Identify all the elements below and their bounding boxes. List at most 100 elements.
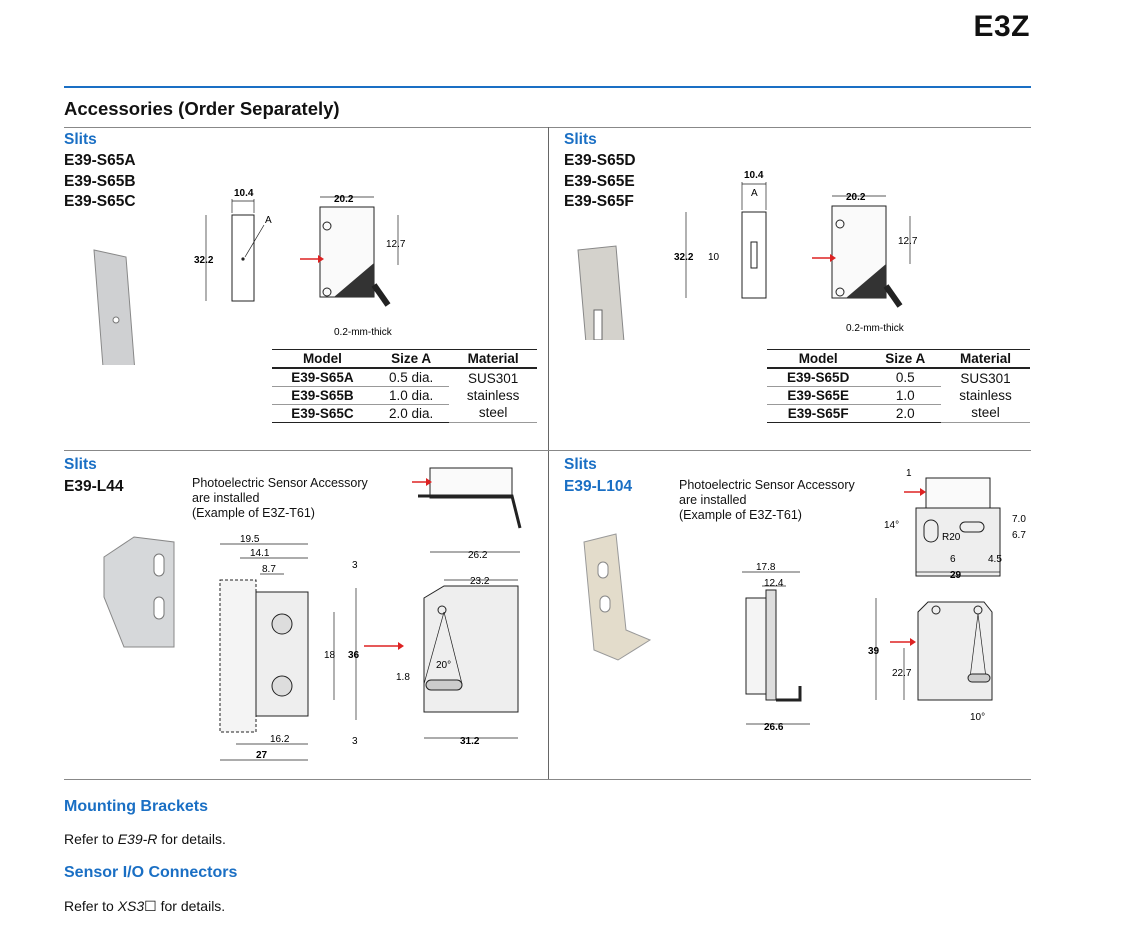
spec-table-right: Model Size A Material E39-S65D 0.5 SUS30… — [767, 349, 1030, 423]
dim-label: 20.2 — [334, 194, 354, 205]
dim-label: 12.7 — [898, 236, 918, 247]
slit-drawing-left: 10.4 32.2 A 20.2 12.7 0.2-mm-thick — [93, 188, 406, 365]
sensor-lens — [334, 263, 374, 297]
material-line: stainless — [466, 388, 520, 403]
mounting-text: Refer to E39-R for details. — [64, 831, 226, 847]
dim-label: 23.2 — [470, 576, 490, 587]
bracket-photo — [103, 536, 175, 648]
slit-plate-photo — [577, 245, 625, 340]
dim-label: 32.2 — [194, 255, 214, 266]
grid-mid-line — [64, 450, 1031, 451]
dim-label: 10.4 — [744, 170, 764, 181]
material-line: SUS301 — [960, 371, 1011, 386]
text-fragment: for details. — [157, 831, 226, 847]
col-header: Material — [941, 349, 1030, 369]
material-cell: SUS301 stainless steel — [941, 368, 1030, 423]
dim-label: 4.5 — [988, 554, 1002, 565]
dim-label: 27 — [256, 750, 268, 761]
col-header: Model — [767, 349, 870, 369]
slit-drawing-right: 10.4 A 32.2 10 20.2 12.7 0.2-mm-thick — [577, 170, 918, 340]
table-cell: E39-S65A — [272, 368, 373, 387]
material-line: SUS301 — [468, 371, 519, 386]
slit-model: E39-S65D — [564, 152, 636, 169]
material-line: stainless — [959, 388, 1012, 403]
grid-top-line — [64, 127, 1031, 128]
material-line: steel — [478, 405, 508, 420]
bracket-caption: Photoelectric Sensor Accessory are insta… — [679, 478, 855, 523]
text-fragment: Refer to — [64, 831, 118, 847]
dim-label: 19.5 — [240, 534, 260, 545]
dim-label: 22.7 — [892, 668, 912, 679]
caption-line: are installed — [679, 493, 747, 507]
material-cell: SUS301 stainless steel — [449, 368, 537, 423]
slit-model-list: E39-S65D E39-S65E E39-S65F — [564, 151, 636, 213]
slit-model: E39-S65A — [64, 152, 136, 169]
dim-label: 10 — [708, 252, 720, 263]
slit-model: E39-S65E — [564, 172, 635, 190]
dim-label: 6.7 — [1012, 530, 1026, 541]
dim-label: 7.0 — [1012, 514, 1026, 525]
table-cell: E39-S65C — [272, 404, 373, 423]
brand-title: E3Z — [973, 10, 1030, 43]
dim-label: A — [751, 188, 758, 199]
section-title: Accessories (Order Separately) — [64, 98, 340, 119]
bracket-front-view — [423, 585, 519, 713]
reference-link[interactable]: E39-R — [117, 831, 158, 847]
table-cell: 1.0 — [869, 386, 942, 405]
dim-label: 29 — [950, 570, 962, 581]
slit-aperture — [750, 241, 758, 269]
bracket-model: E39-L44 — [64, 478, 124, 495]
header-divider — [64, 86, 1031, 88]
connectors-heading: Sensor I/O Connectors — [64, 864, 238, 881]
sensor-side — [745, 597, 767, 695]
mounting-heading: Mounting Brackets — [64, 798, 209, 815]
bracket-model: E39-L104 — [564, 478, 633, 495]
reference-link[interactable]: XS3☐ — [117, 898, 157, 914]
slit-front-view — [231, 214, 255, 302]
sensor-top-view — [925, 477, 991, 509]
spec-table-left: Model Size A Material E39-S65A 0.5 dia. … — [272, 349, 537, 423]
slit-note: 0.2-mm-thick — [334, 327, 393, 338]
dim-label: 10.4 — [234, 188, 254, 199]
slit-model: E39-S65C — [64, 193, 136, 210]
dim-label: R20 — [942, 532, 961, 543]
sensor-lens — [846, 264, 886, 298]
slit-hole — [593, 309, 603, 340]
slit-plate-photo — [93, 249, 135, 365]
grid-bottom-line — [64, 779, 1031, 780]
col-header: Size A — [372, 349, 450, 369]
col-header: Size A — [869, 349, 942, 369]
table-cell: E39-S65B — [272, 386, 373, 405]
slits-heading: Slits — [564, 131, 597, 148]
col-header: Material — [449, 349, 537, 369]
slit-aperture — [241, 257, 245, 261]
col-header: Model — [272, 349, 373, 369]
bracket-side — [255, 591, 309, 717]
slits-heading: Slits — [64, 456, 97, 473]
bracket-photo — [583, 533, 652, 661]
caption-line: are installed — [192, 491, 260, 505]
dim-label: 39 — [868, 646, 880, 657]
table-cell: E39-S65F — [767, 404, 870, 423]
dim-label: 8.7 — [262, 564, 276, 575]
dim-label: 12.4 — [764, 578, 784, 589]
dim-label: 14.1 — [250, 548, 270, 559]
bracket-top-view — [429, 467, 513, 499]
slit-note: 0.2-mm-thick — [846, 323, 905, 334]
dim-label: 32.2 — [674, 252, 694, 263]
slits-heading: Slits — [564, 456, 597, 473]
dim-label: 1 — [906, 468, 912, 479]
caption-line: (Example of E3Z-T61) — [679, 508, 802, 522]
slit-model: E39-S65B — [64, 172, 136, 190]
dim-label: 16.2 — [270, 734, 290, 745]
dim-label: 3 — [352, 736, 358, 747]
dim-label: 3 — [352, 560, 358, 571]
dim-label: A — [265, 215, 272, 226]
dim-label: 20° — [436, 660, 451, 671]
slit-model: E39-S65F — [564, 193, 634, 210]
dim-label: 31.2 — [460, 736, 480, 747]
table-cell: 0.5 — [869, 368, 942, 387]
caption-line: Photoelectric Sensor Accessory — [679, 478, 855, 492]
dim-label: 18 — [324, 650, 336, 661]
caption-line: (Example of E3Z-T61) — [192, 506, 315, 520]
